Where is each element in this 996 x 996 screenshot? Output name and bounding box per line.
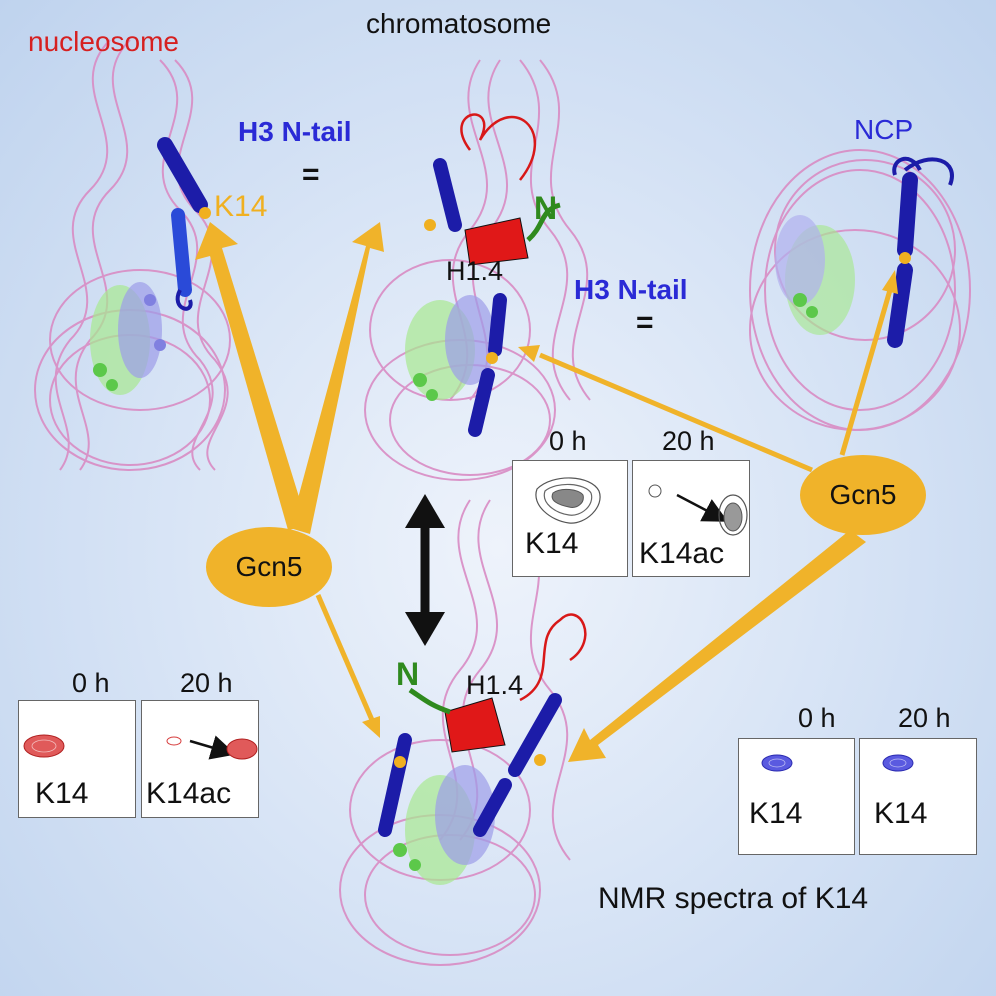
gcn5-label-right: Gcn5 (829, 479, 897, 510)
gcn5-enzyme-left: Gcn5 (206, 527, 332, 607)
arrow-gcn5r-to-chromatosome-top (539, 352, 813, 473)
left-peak-20h (166, 735, 258, 760)
ncp-h3-helix (887, 156, 954, 348)
arrow-gcn5r-to-ncp (839, 289, 893, 456)
equals-sign-right: = (636, 306, 654, 339)
arrow-gcn5-to-nucleosome (195, 222, 308, 530)
left-peak-0h (23, 734, 65, 758)
nucleosome-h3-helix (157, 137, 211, 311)
arrow-gcn5r-to-chromatosome-bottom (568, 530, 866, 762)
nmr-caption: NMR spectra of K14 (598, 882, 869, 915)
right-spectrum-0h: K14 (738, 738, 855, 855)
chromatosome-top-h1 (424, 113, 561, 437)
left-spectrum-time-0: 0 h (72, 668, 110, 698)
center-spectrum-label-20h: K14ac (639, 537, 725, 570)
left-spectrum-20h: K14ac (141, 700, 259, 818)
arrow-gcn5-to-chromatosome-bottom (315, 594, 375, 721)
h3-ntail-label-top: H3 N-tail (238, 116, 352, 147)
right-spectrum-20h: K14 (859, 738, 977, 855)
h1-label-bottom: H1.4 (466, 670, 524, 700)
left-spectrum-label-0h: K14 (35, 777, 89, 810)
nucleosome-core-histones (90, 282, 166, 395)
n-terminus-label-top: N (534, 190, 558, 226)
h3-ntail-label-right: H3 N-tail (574, 274, 688, 305)
chromatosome-top-core (405, 295, 495, 401)
right-peak-20h (882, 754, 914, 772)
chromatosome-bottom-core (393, 765, 495, 885)
ncp-core-histones (775, 215, 855, 335)
gcn5-label-left: Gcn5 (235, 551, 303, 582)
right-peak-0h (761, 754, 793, 772)
center-spectrum-0h: K14 (512, 460, 628, 577)
n-terminus-label-bottom: N (396, 656, 420, 692)
right-spectrum-label-20h: K14 (874, 797, 928, 830)
h1-label-top: H1.4 (446, 256, 504, 286)
equilibrium-double-arrow (405, 494, 445, 646)
center-spectrum-label-0h: K14 (525, 527, 579, 560)
center-spectrum-time-20: 20 h (662, 426, 715, 456)
equals-sign-top: = (302, 158, 320, 191)
left-spectrum-time-20: 20 h (180, 668, 233, 698)
right-spectrum-time-0: 0 h (798, 703, 836, 733)
left-spectrum-label-20h: K14ac (146, 777, 232, 810)
ncp-structure (749, 149, 971, 431)
arrow-gcn5-to-chromatosome-top (290, 222, 384, 534)
chromatosome-bottom-h1 (378, 613, 587, 837)
center-peak-20h (648, 484, 748, 536)
chromatosome-title: chromatosome (366, 8, 552, 39)
nucleosome-title: nucleosome (28, 26, 179, 57)
center-spectrum-time-0: 0 h (549, 426, 587, 456)
k14-residue-label: K14 (214, 190, 268, 223)
right-spectrum-time-20: 20 h (898, 703, 951, 733)
gcn5-arrows (195, 222, 898, 762)
left-spectrum-0h: K14 (18, 700, 136, 818)
gcn5-enzyme-right: Gcn5 (800, 455, 926, 535)
center-spectrum-20h: K14ac (632, 460, 750, 577)
ncp-title: NCP (854, 114, 914, 145)
right-spectrum-label-0h: K14 (749, 797, 803, 830)
center-peak-0h (535, 477, 601, 524)
